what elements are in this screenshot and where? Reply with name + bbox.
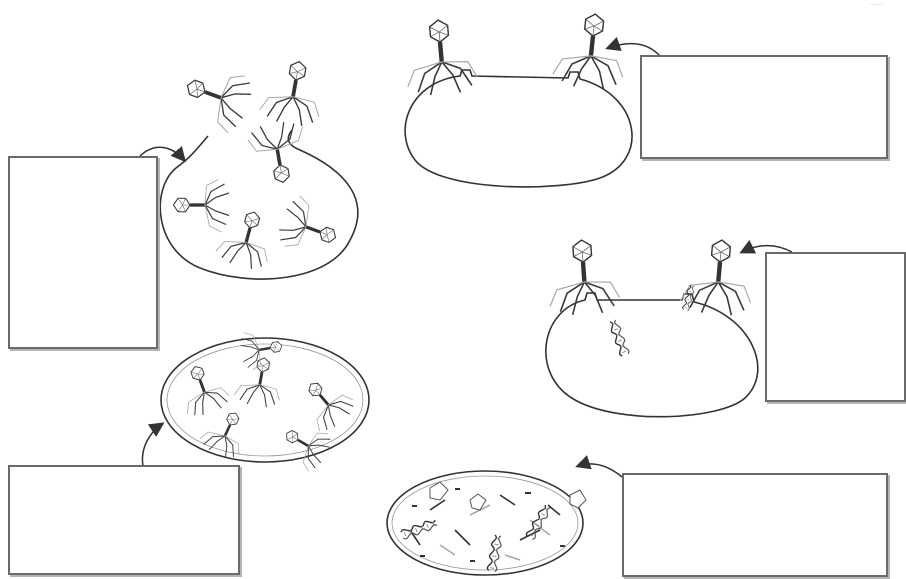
bacterial-cell-icon [405, 70, 632, 187]
bacteriophage-icon [680, 237, 756, 317]
lysis-release-stage [140, 56, 358, 279]
attachment-stage [402, 10, 660, 187]
bacteriophage-icon [258, 56, 328, 128]
bacterial-cell-icon [546, 293, 758, 417]
answer-box-synthesis[interactable] [622, 473, 888, 577]
answer-box-attachment[interactable] [640, 55, 888, 159]
curved-arrow-icon [578, 464, 622, 477]
curved-arrow-icon [142, 424, 162, 466]
synthesis-stage [387, 464, 622, 575]
bacteriophage-icon [552, 10, 629, 91]
svg-text:·······: ······· [870, 2, 883, 9]
answer-box-injection[interactable] [765, 252, 906, 402]
bacterial-cell-icon [387, 471, 583, 575]
injection-stage [546, 237, 792, 417]
answer-box-assembly[interactable] [8, 465, 240, 575]
answer-box-lysis[interactable] [8, 156, 158, 349]
bacteriophage-icon [177, 58, 256, 135]
assembly-stage [142, 326, 369, 474]
